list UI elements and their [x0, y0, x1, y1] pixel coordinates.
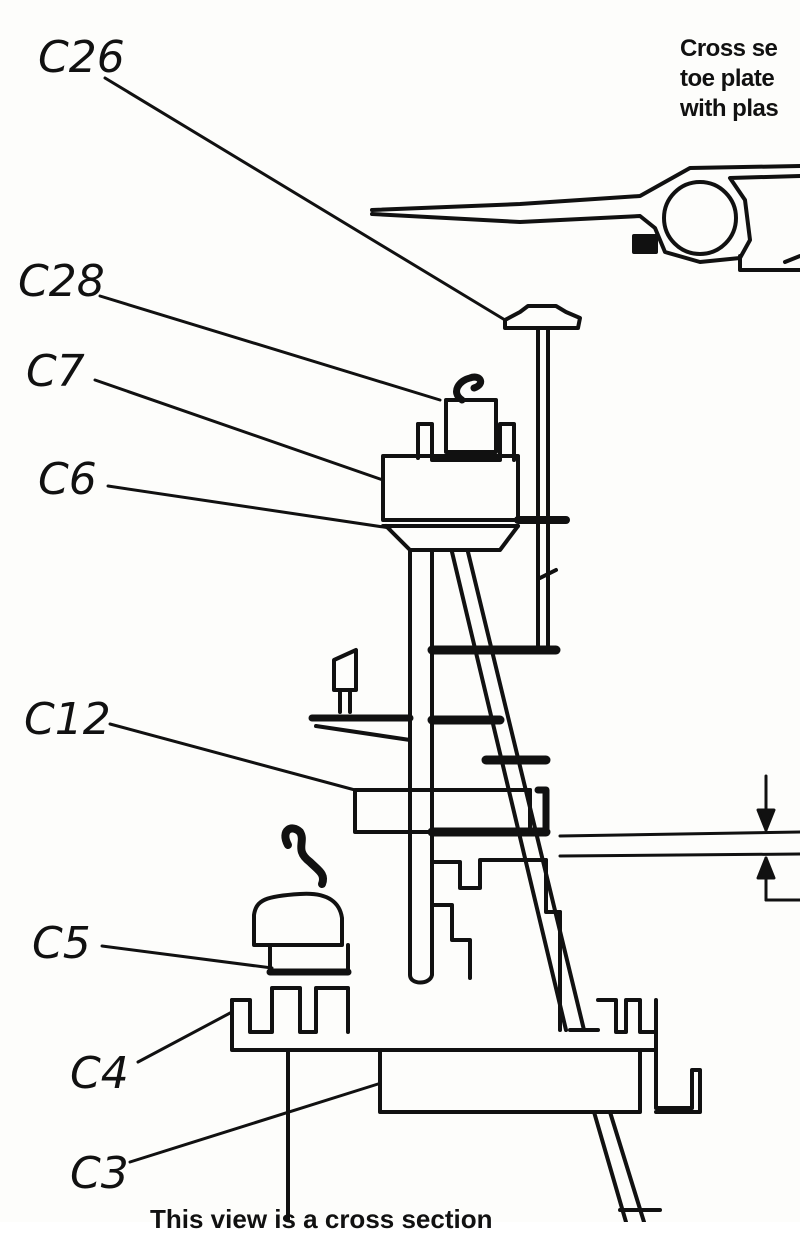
stepped-base	[430, 858, 562, 1032]
callout-labels: C26 C28 C7 C6 C12 C5 C4 C3	[18, 32, 129, 1199]
crossbars	[427, 645, 561, 837]
toe-plate-detail	[370, 164, 800, 272]
label-c5: C5	[32, 918, 91, 969]
c6-collar	[384, 516, 570, 580]
dimension-markers	[558, 774, 800, 902]
label-c26: C26	[38, 32, 125, 83]
c5-handle	[252, 824, 352, 976]
main-column	[408, 548, 434, 985]
c12-block	[353, 786, 550, 836]
c7-housing	[381, 454, 520, 528]
side-arm	[308, 648, 414, 742]
label-c4: C4	[70, 1048, 129, 1099]
c28-block	[416, 373, 516, 462]
c26-knob	[503, 304, 582, 650]
c3-plate	[286, 1048, 702, 1222]
c4-base	[230, 986, 658, 1052]
label-c6: C6	[38, 454, 97, 505]
label-c3: C3	[70, 1148, 129, 1199]
cross-section-caption: This view is a cross section	[150, 1204, 493, 1234]
label-c7: C7	[26, 346, 85, 397]
cross-section-note: Cross se toe plate with plas	[680, 34, 800, 124]
label-c12: C12	[24, 694, 111, 745]
note-line-1: Cross se	[680, 35, 778, 62]
leader-lines	[93, 76, 507, 1164]
note-line-3: with plas	[680, 95, 779, 122]
note-line-2: toe plate	[680, 65, 775, 92]
label-c28: C28	[18, 256, 105, 307]
